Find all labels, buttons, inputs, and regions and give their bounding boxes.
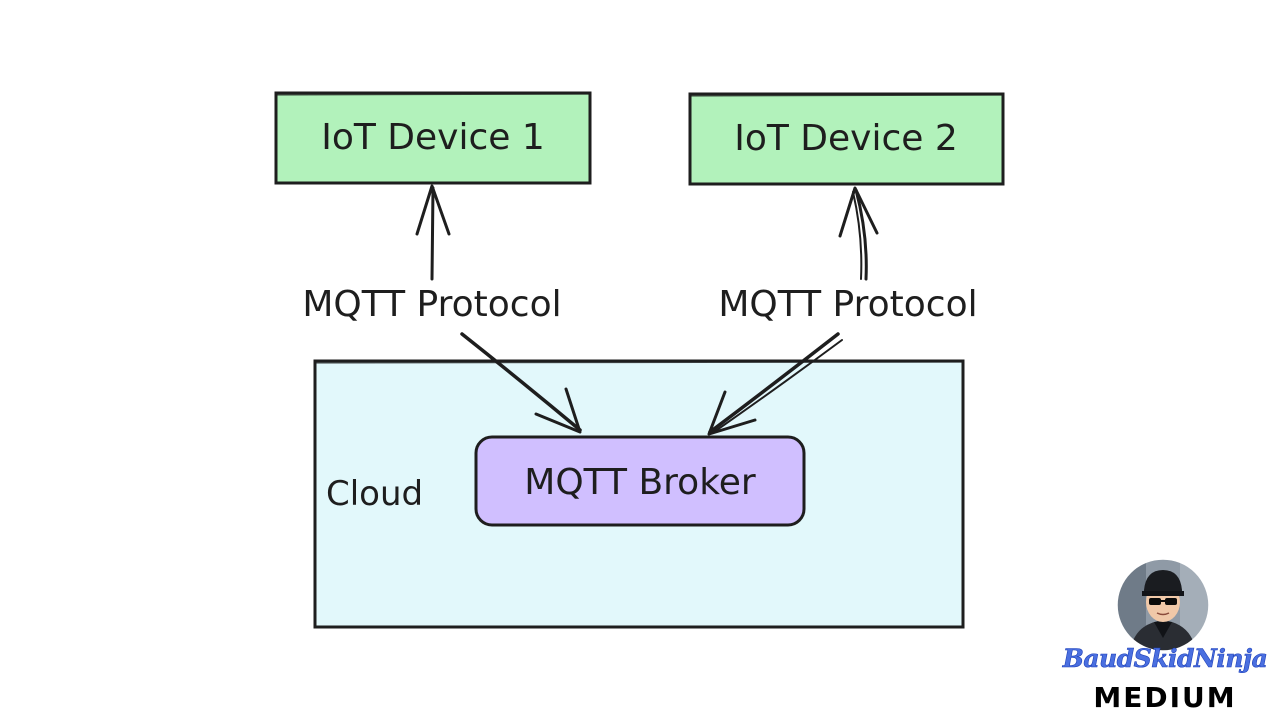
- connection-2-upper-arrow-line: [854, 188, 868, 281]
- cloud-label: Cloud: [326, 474, 423, 514]
- broker-box: [474, 435, 806, 527]
- connection-2-label: MQTT Protocol: [718, 284, 977, 325]
- device-node-1: IoT Device 1: [274, 91, 592, 185]
- connection-2: MQTT Protocol: [707, 186, 978, 436]
- brand-platform: MEDIUM: [1093, 681, 1237, 714]
- avatar: [1116, 558, 1210, 652]
- connection-2-upper-arrow-head: [838, 186, 879, 238]
- connection-2-lower-arrow-head: [707, 390, 757, 436]
- broker-node: MQTT Broker: [474, 435, 806, 527]
- connection-1-lower-arrow-head: [534, 387, 582, 434]
- broker-label: MQTT Broker: [524, 462, 756, 503]
- device-node-2: IoT Device 2: [688, 92, 1005, 186]
- brand-name: BaudSkidNinja: [1062, 644, 1268, 674]
- device-box-1: [274, 91, 592, 185]
- connection-1: MQTT Protocol: [302, 184, 582, 434]
- device-label-1: IoT Device 1: [321, 117, 545, 158]
- device-box-2: [688, 92, 1005, 186]
- connection-1-upper-arrow-line: [430, 186, 435, 281]
- connection-1-upper-arrow-head: [415, 184, 451, 236]
- connection-1-lower-arrow-line: [460, 332, 582, 432]
- device-label-2: IoT Device 2: [734, 118, 958, 159]
- connection-1-label: MQTT Protocol: [302, 284, 561, 325]
- connection-2-lower-arrow-line: [708, 332, 840, 434]
